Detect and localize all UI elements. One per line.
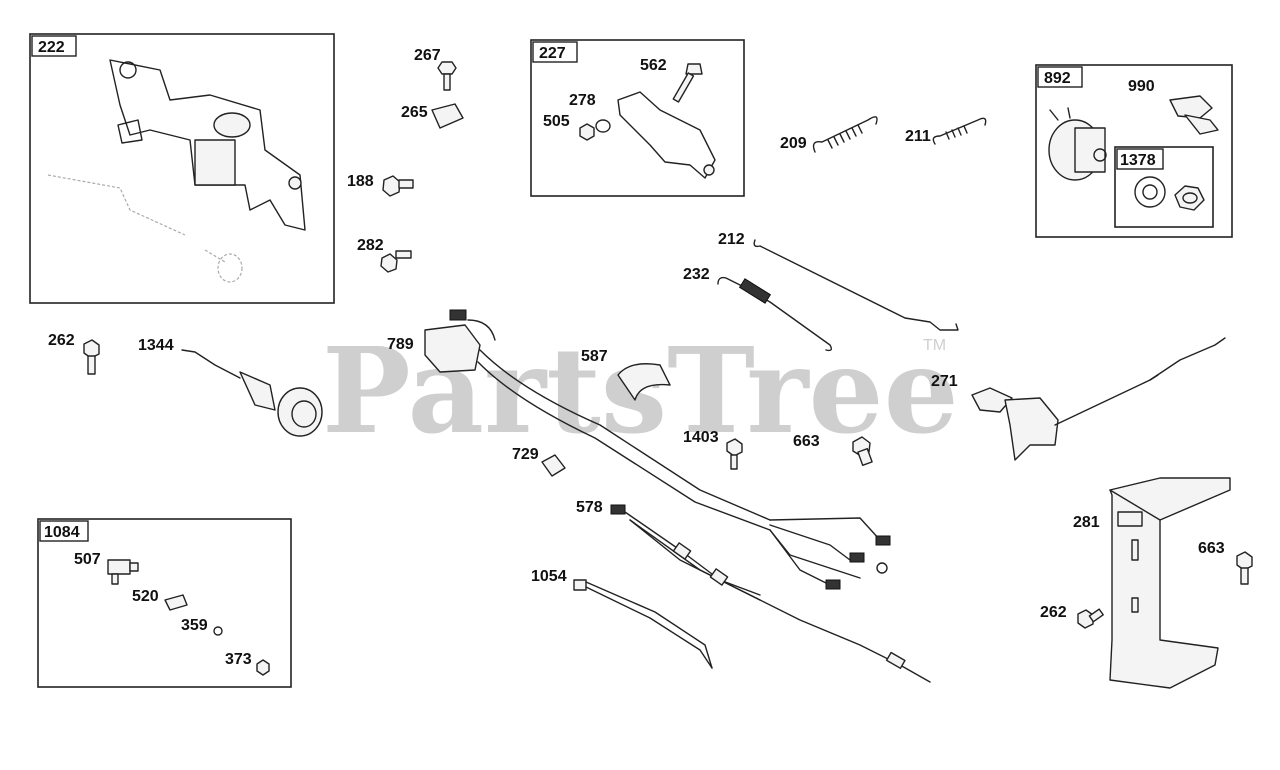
part-587[interactable]: 587 [581,348,671,401]
group-1378-tag [1116,148,1164,170]
part-1344[interactable]: 1344 [138,337,323,437]
throttle-rod-ghost [47,174,186,236]
throttle-control-part[interactable] [109,59,306,231]
part-282[interactable]: 282 [357,237,412,273]
callout-209: 209 [780,135,807,152]
part-789[interactable]: 789 [387,309,891,590]
callout-373: 373 [225,651,252,668]
callout-271: 271 [931,373,958,390]
part-373[interactable]: 373 [225,651,270,676]
callout-729: 729 [512,446,539,463]
choke-knob-ghost [204,249,243,283]
callout-232: 232 [683,266,710,283]
part-990[interactable]: 990 [1128,78,1219,135]
callout-562: 562 [640,57,667,74]
callout-278: 278 [569,92,596,109]
group-1378-frame [1114,146,1214,228]
part-232[interactable]: 232 [683,266,833,352]
callout-789: 789 [387,336,414,353]
part-265[interactable]: 265 [401,103,464,129]
group-222[interactable]: 222 [29,33,335,304]
group-227[interactable]: 227 562 278 505 [530,39,745,197]
watermark-trademark: TM [923,337,946,354]
group-222-frame [29,33,335,304]
group-1084[interactable]: 1084 507 520 359 373 [37,518,292,688]
callout-359: 359 [181,617,208,634]
part-663-right[interactable]: 663 [1198,540,1253,585]
callout-507: 507 [74,551,101,568]
callout-1403: 1403 [683,429,719,446]
part-278[interactable]: 278 [569,92,611,133]
callout-267: 267 [414,47,441,64]
callout-211: 211 [905,128,931,145]
part-262-right[interactable]: 262 [1040,604,1104,629]
callout-262-right: 262 [1040,604,1067,621]
part-578[interactable]: 578 [576,499,931,683]
part-663-middle[interactable]: 663 [793,433,873,466]
part-1054[interactable]: 1054 [531,568,713,669]
part-505[interactable]: 505 [543,113,595,141]
part-507[interactable]: 507 [74,551,139,585]
group-222-tag [31,35,77,57]
group-227-label: 227 [539,45,566,62]
group-1378[interactable]: 1378 [1114,146,1214,228]
group-892[interactable]: 892 990 1378 [1035,64,1233,238]
group-1084-tag [39,520,89,542]
callout-520: 520 [132,588,159,605]
group-222-label: 222 [38,39,65,56]
part-262-left[interactable]: 262 [48,332,100,375]
part-359[interactable]: 359 [181,617,223,636]
part-211[interactable]: 211 [905,117,987,145]
part-1403[interactable]: 1403 [683,429,743,470]
callout-262-left: 262 [48,332,75,349]
part-209[interactable]: 209 [780,116,878,153]
part-281[interactable]: 281 [1073,477,1231,689]
part-520[interactable]: 520 [132,588,188,611]
choke-lever-part[interactable] [617,91,716,179]
part-212[interactable]: 212 [718,231,959,331]
callout-663-middle: 663 [793,433,820,450]
group-1084-frame [37,518,292,688]
callout-505: 505 [543,113,570,130]
hex-nut-part[interactable] [1174,185,1205,211]
callout-281: 281 [1073,514,1100,531]
group-892-tag [1037,66,1083,88]
part-271[interactable]: 271 [931,337,1226,461]
ignition-switch-part[interactable] [1048,107,1107,181]
lock-washer-part[interactable] [1134,176,1166,208]
callout-188: 188 [347,173,374,190]
callout-990: 990 [1128,78,1155,95]
group-892-frame [1035,64,1233,238]
part-188[interactable]: 188 [347,173,414,197]
callout-1054: 1054 [531,568,567,585]
group-892-label: 892 [1044,70,1071,87]
part-562[interactable]: 562 [640,57,703,103]
part-729[interactable]: 729 [512,446,566,477]
callout-1344: 1344 [138,337,174,354]
callout-212: 212 [718,231,745,248]
group-227-tag [532,41,578,63]
callout-587: 587 [581,348,608,365]
callout-282: 282 [357,237,384,254]
callout-578: 578 [576,499,603,516]
group-1084-label: 1084 [44,524,80,541]
group-227-frame [530,39,745,197]
group-1378-label: 1378 [1120,152,1156,169]
part-267[interactable]: 267 [414,47,457,91]
callout-265: 265 [401,104,428,121]
callout-663-right: 663 [1198,540,1225,557]
